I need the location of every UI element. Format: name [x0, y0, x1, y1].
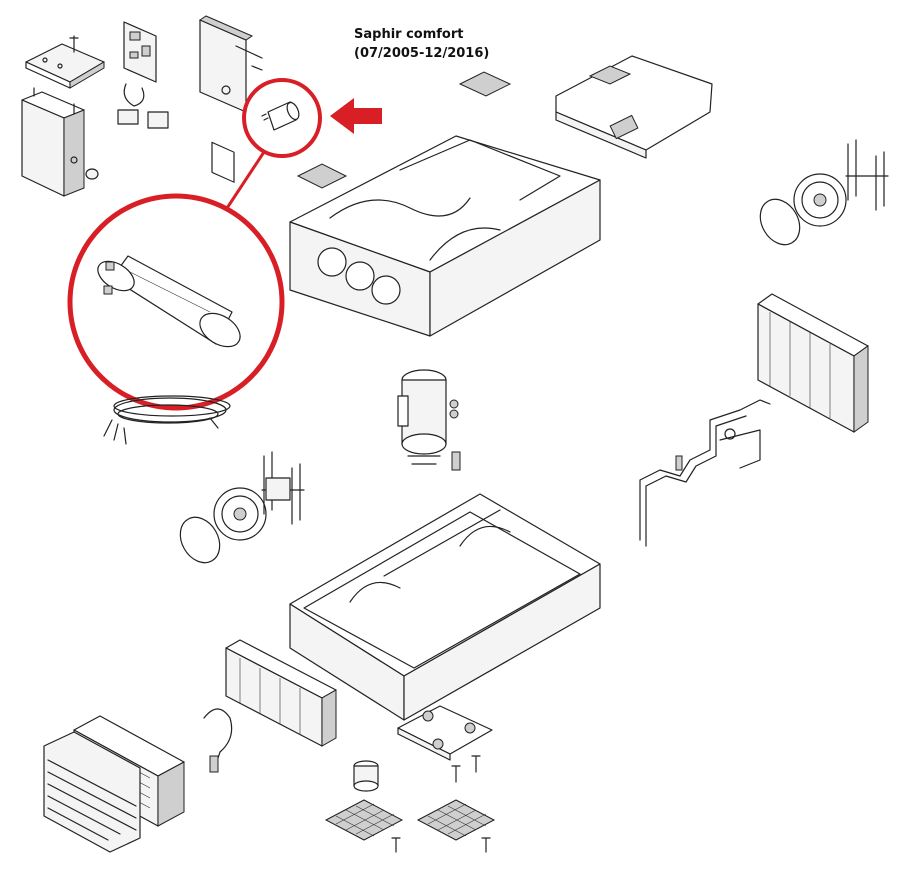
evaporator-coil[interactable]: [225, 639, 337, 747]
roof-mounting-plate[interactable]: [397, 705, 493, 761]
control-panel-plate[interactable]: [25, 35, 105, 89]
mesh-pad-right[interactable]: [416, 799, 496, 841]
wiring-harness[interactable]: [103, 395, 231, 445]
electronic-board[interactable]: [117, 21, 169, 129]
gasket-pad[interactable]: [296, 163, 348, 189]
capacitor-small[interactable]: [261, 101, 301, 131]
top-cover-plate[interactable]: [555, 55, 713, 159]
mesh-pad-left[interactable]: [324, 799, 404, 841]
diagram-title: Saphir comfort (07/2005-12/2016): [354, 25, 489, 63]
drain-plug[interactable]: [353, 760, 379, 792]
title-line-period: (07/2005-12/2016): [354, 46, 490, 61]
condenser-blower[interactable]: [752, 139, 889, 252]
condenser-coil[interactable]: [757, 293, 869, 433]
capacitor-detail: [97, 255, 241, 348]
refrigerant-piping[interactable]: [639, 399, 771, 547]
lower-housing[interactable]: [289, 493, 601, 721]
housing-cover[interactable]: [21, 87, 99, 197]
evaporator-blower[interactable]: [172, 451, 305, 570]
upper-housing[interactable]: [289, 135, 601, 337]
air-grille[interactable]: [43, 731, 141, 853]
highlight-circle-small: [242, 78, 322, 158]
arrow-left-icon: [330, 98, 382, 134]
filter-pad[interactable]: [458, 71, 512, 97]
temperature-sensor[interactable]: [203, 708, 233, 773]
title-line-model: Saphir comfort: [354, 27, 464, 42]
compressor[interactable]: [397, 369, 461, 471]
mounting-bracket[interactable]: [198, 15, 263, 183]
fixing-screws[interactable]: [391, 755, 491, 853]
